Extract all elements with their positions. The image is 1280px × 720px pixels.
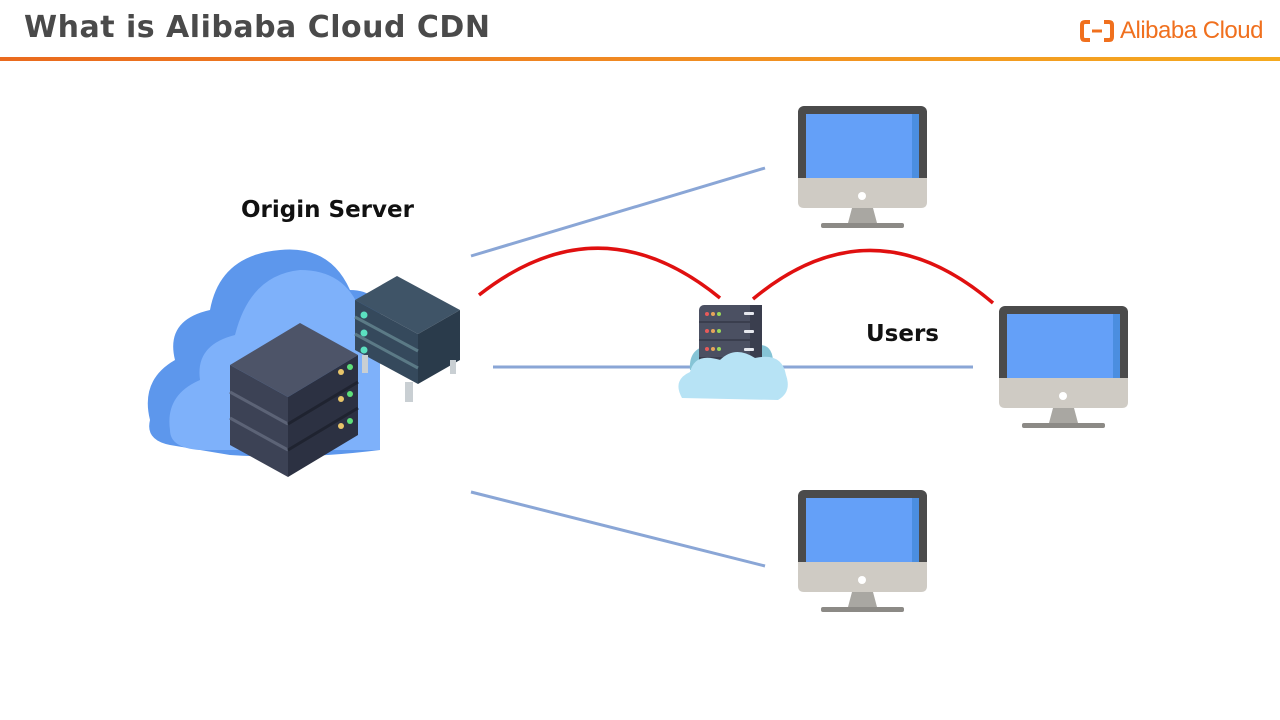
connection-origin-user-bottom [470, 490, 766, 568]
origin-server-label: Origin Server [241, 197, 414, 223]
header-divider [0, 57, 1280, 61]
alibaba-cloud-logo-icon [1080, 20, 1114, 42]
logo-text: Alibaba Cloud [1120, 17, 1263, 44]
cdn-arc-origin-to-edge [477, 246, 722, 300]
user-monitor-middle-icon [999, 306, 1128, 428]
user-monitor-bottom-icon [798, 490, 927, 612]
user-monitor-top-icon [798, 106, 927, 228]
page-title: What is Alibaba Cloud CDN [24, 10, 491, 45]
cdn-arc-edge-to-user [751, 248, 995, 305]
origin-server-icon [147, 249, 460, 477]
alibaba-cloud-logo: Alibaba Cloud [1080, 16, 1263, 46]
connection-origin-user-top [470, 166, 766, 258]
users-label: Users [866, 321, 939, 347]
cdn-edge-node-icon [678, 305, 788, 400]
